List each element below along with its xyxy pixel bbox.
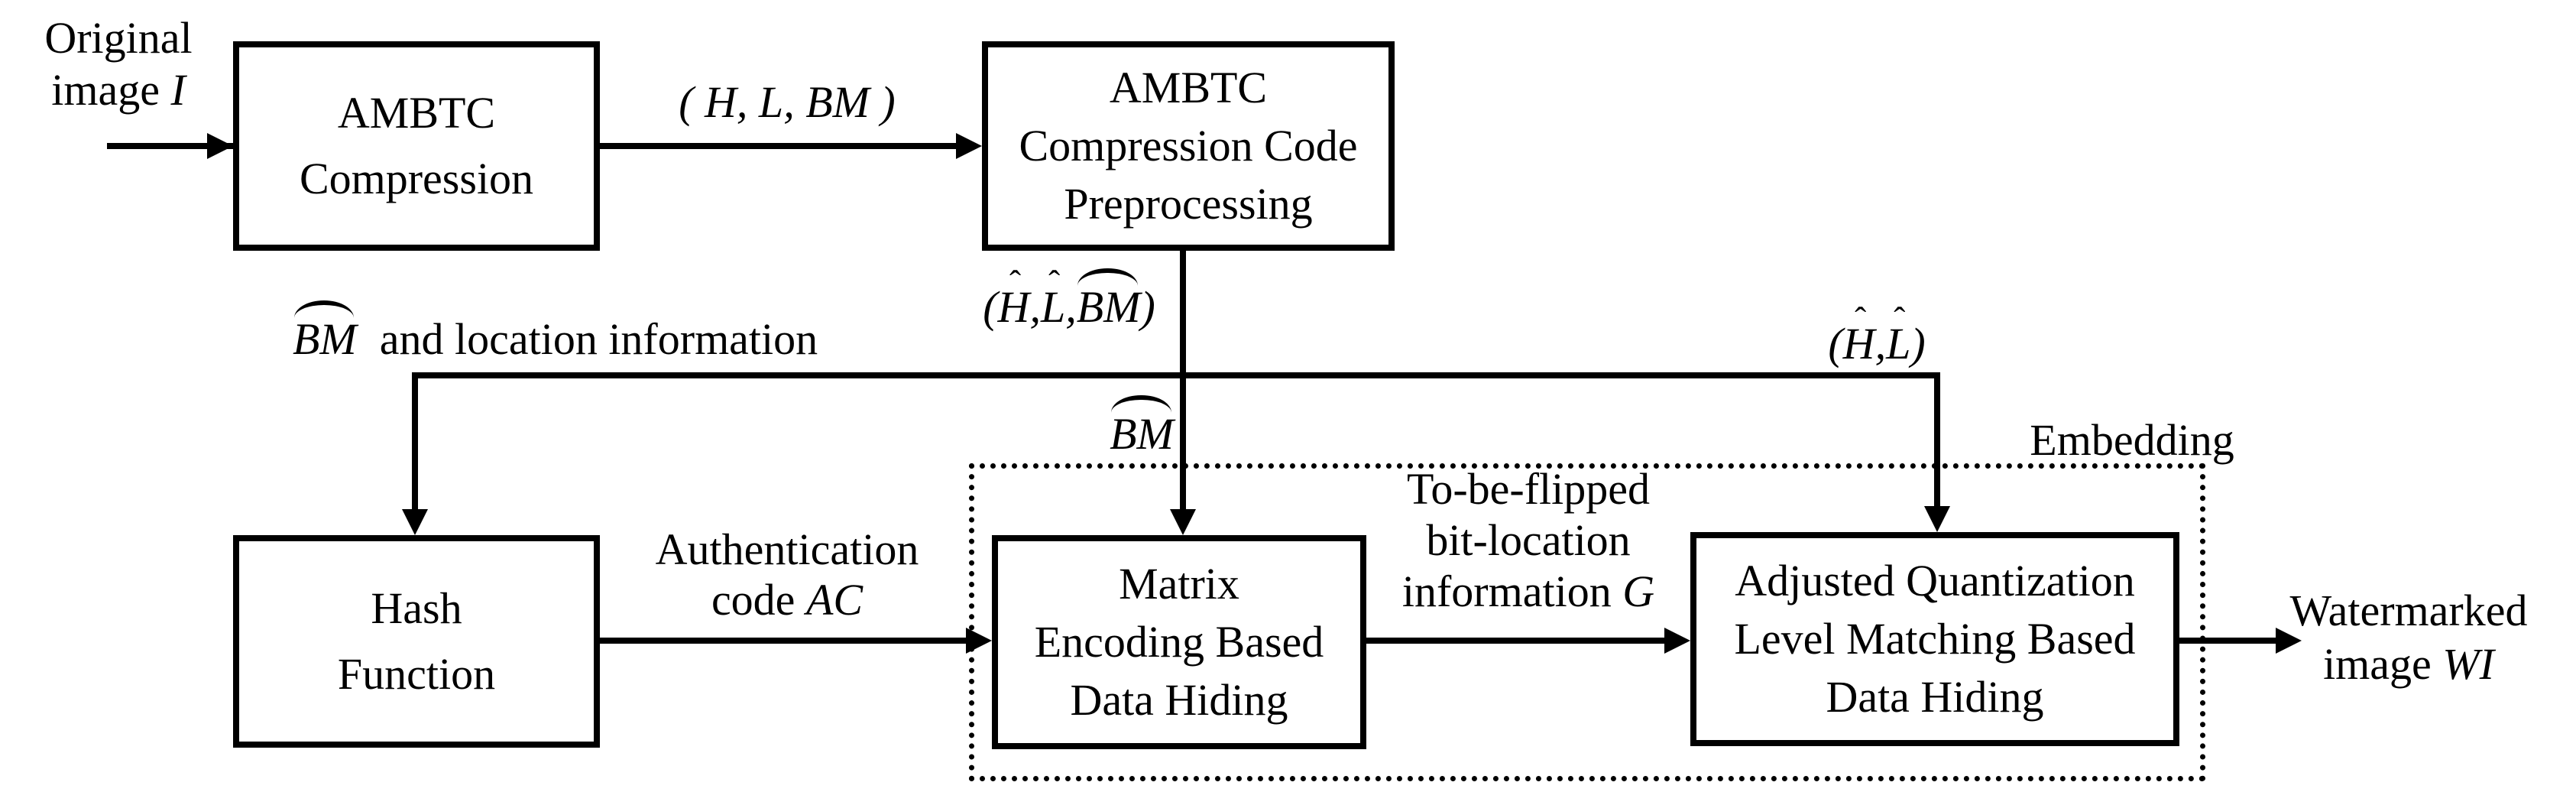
h-l-bm-tuple-label: ( H, L, BM ) <box>679 77 896 127</box>
box-label-line: Matrix <box>1119 559 1239 609</box>
arrowhead-ambtc-to-preprocessing <box>956 133 982 159</box>
authentication-code-label: Authentication code AC <box>619 524 955 625</box>
original-image-label-line1: Original <box>44 13 193 63</box>
watermarked-image-label: Watermarked image WI <box>2248 584 2569 691</box>
box-label-line: Encoding Based <box>1034 617 1324 667</box>
box-label-line: Hash <box>371 583 462 633</box>
original-image-label-line2: image I <box>51 65 186 115</box>
arrowhead-matrix-to-adjusted <box>1664 628 1690 654</box>
box-label-line: Data Hiding <box>1826 672 2044 722</box>
arrowhead-adjusted-to-output <box>2276 628 2302 654</box>
original-image-label: Original image I <box>4 12 233 116</box>
to-be-flipped-bit-location-label: To-be-flipped bit-location information G <box>1372 463 1685 617</box>
matrix-encoding-data-hiding-box: Matrix Encoding Based Data Hiding <box>992 535 1366 749</box>
box-label-line: Data Hiding <box>1070 675 1288 725</box>
arrow-line-ambtc-to-preprocessing <box>600 143 956 149</box>
arrowhead-input-to-ambtc <box>207 133 233 159</box>
arrow-line-preprocessing-to-matrix <box>1180 251 1186 512</box>
ambtc-compression-code-preprocessing-box: AMBTC Compression Code Preprocessing <box>982 41 1395 251</box>
distribution-line-horizontal <box>412 372 1940 378</box>
to-be-flipped-label-line2: bit-location <box>1426 515 1631 565</box>
box-label-line: AMBTC <box>1109 63 1268 112</box>
arrowhead-to-hash-function <box>402 509 428 535</box>
box-label-line: Adjusted Quantization <box>1735 556 2135 605</box>
bm-label: BM <box>1110 394 1174 459</box>
arrow-line-adjusted-to-output <box>2179 638 2276 644</box>
arrow-line-matrix-to-adjusted <box>1366 638 1664 644</box>
ambtc-compression-box: AMBTC Compression <box>233 41 600 251</box>
to-be-flipped-label-line1: To-be-flipped <box>1406 464 1651 514</box>
arrow-line-to-hash-function <box>412 372 418 512</box>
box-label-line: Level Matching Based <box>1734 614 2136 664</box>
box-label-line: Compression Code <box>1019 121 1358 170</box>
watermarked-image-label-line1: Watermarked <box>2289 586 2528 635</box>
arrow-line-to-adjusted-quantization <box>1934 372 1940 509</box>
watermarked-image-label-line2: image WI <box>2323 639 2494 689</box>
embedding-dotted-region <box>969 463 2205 781</box>
to-be-flipped-label-line3: information G <box>1401 566 1655 616</box>
box-label-line: Compression <box>299 154 534 203</box>
adjusted-quantization-data-hiding-box: Adjusted Quantization Level Matching Bas… <box>1690 532 2179 746</box>
arrowhead-preprocessing-to-matrix <box>1170 509 1196 535</box>
hash-function-box: Hash Function <box>233 535 600 748</box>
box-label-line: Preprocessing <box>1064 179 1313 229</box>
authentication-code-label-line2: code AC <box>711 575 864 625</box>
arrow-line-hash-to-matrix <box>600 638 966 644</box>
arrowhead-to-adjusted-quantization <box>1924 506 1950 532</box>
box-label-line: Function <box>337 649 496 699</box>
hat-h-l-bm-tuple-label: (H,L,BM) <box>916 268 1222 333</box>
box-label-line: AMBTC <box>337 88 496 138</box>
hat-h-l-tuple-label: (H,L) <box>1800 318 1953 369</box>
authentication-code-label-line1: Authentication <box>655 524 919 574</box>
embedding-region-title: Embedding <box>2030 415 2234 465</box>
arrow-line-input-to-ambtc <box>107 143 233 149</box>
